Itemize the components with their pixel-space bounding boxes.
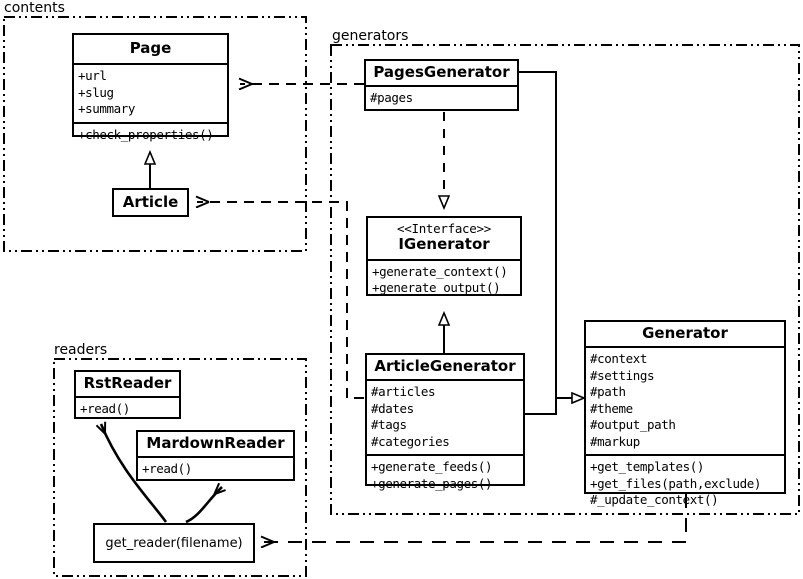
class-rstreader-header: RstReader bbox=[76, 372, 179, 399]
class-article[interactable]: Article bbox=[112, 188, 189, 217]
attribute: #context bbox=[590, 351, 648, 367]
class-igenerator-title: <<Interface>> IGenerator bbox=[368, 218, 520, 259]
operation: +get_templates() bbox=[590, 459, 705, 475]
class-page-operations: +check_properties() bbox=[74, 124, 227, 148]
attribute: #output_path bbox=[590, 417, 676, 433]
attribute: #path bbox=[590, 384, 626, 400]
class-articlegenerator-header: ArticleGenerator bbox=[367, 355, 523, 382]
class-igenerator-stereotype: <<Interface>> bbox=[397, 221, 491, 236]
class-generator[interactable]: Generator #context #settings #path #them… bbox=[584, 320, 786, 507]
class-page-name: Page bbox=[129, 39, 172, 57]
class-generator-name: Generator bbox=[642, 324, 728, 342]
attribute: #articles bbox=[371, 384, 436, 400]
attribute: #categories bbox=[371, 433, 450, 449]
package-label-readers: readers bbox=[52, 342, 110, 358]
operation: +read() bbox=[142, 461, 192, 477]
attribute: #markup bbox=[590, 433, 640, 449]
class-article-header: Article bbox=[114, 190, 187, 215]
attribute: #pages bbox=[370, 90, 413, 106]
operation: +generate_context() bbox=[372, 263, 508, 279]
class-articlegenerator-operations: +generate_feeds() +generate_pages() bbox=[367, 456, 523, 496]
class-rstreader-name: RstReader bbox=[83, 374, 172, 392]
class-igenerator-name: IGenerator bbox=[398, 235, 490, 254]
class-pagesgenerator-header: PagesGenerator bbox=[366, 61, 517, 88]
class-articlegenerator-name: ArticleGenerator bbox=[374, 357, 516, 375]
class-igenerator-operations: +generate_context() +generate_output() bbox=[368, 261, 520, 301]
class-mardownreader-header: MardownReader bbox=[138, 432, 293, 459]
attribute: +slug bbox=[78, 84, 114, 100]
edge-articlegenerator-to-article bbox=[197, 202, 364, 399]
class-articlegenerator-attributes: #articles #dates #tags #categories bbox=[367, 381, 523, 457]
class-generator-header: Generator bbox=[586, 322, 784, 349]
function-get-reader-label: get_reader(filename) bbox=[105, 535, 243, 551]
class-pagesgenerator-name: PagesGenerator bbox=[373, 63, 510, 81]
class-page-attributes: +url +slug +summary bbox=[74, 65, 227, 124]
class-pagesgenerator[interactable]: PagesGenerator #pages bbox=[364, 59, 519, 111]
class-rstreader[interactable]: RstReader +read() bbox=[74, 370, 181, 419]
class-page-header: Page bbox=[74, 35, 227, 66]
attribute: #tags bbox=[371, 417, 407, 433]
class-mardownreader-operations: +read() bbox=[138, 458, 293, 482]
operation: +generate_pages() bbox=[371, 475, 493, 491]
class-page[interactable]: Page +url +slug +summary +check_properti… bbox=[72, 33, 229, 142]
class-mardownreader[interactable]: MardownReader +read() bbox=[136, 430, 295, 481]
attribute: #settings bbox=[590, 367, 655, 383]
operation: +read() bbox=[80, 401, 130, 417]
function-get-reader[interactable]: get_reader(filename) bbox=[93, 523, 255, 563]
class-generator-attributes: #context #settings #path #theme #output_… bbox=[586, 348, 784, 457]
operation: +get_files(path,exclude) bbox=[590, 475, 762, 491]
class-articlegenerator[interactable]: ArticleGenerator #articles #dates #tags … bbox=[365, 353, 525, 491]
edge-articlegenerator-to-generator bbox=[525, 398, 584, 415]
edge-pagesgenerator-to-generator bbox=[519, 71, 557, 398]
attribute: #theme bbox=[590, 400, 633, 416]
edge-get-reader-to-mardownreader bbox=[185, 487, 222, 524]
operation: +generate_output() bbox=[372, 280, 501, 296]
operation: +check_properties() bbox=[78, 126, 214, 142]
package-label-contents: contents bbox=[2, 0, 67, 16]
operation: +generate_feeds() bbox=[371, 459, 493, 475]
class-mardownreader-name: MardownReader bbox=[146, 434, 285, 452]
class-rstreader-operations: +read() bbox=[76, 398, 179, 422]
class-generator-operations: +get_templates() +get_files(path,exclude… bbox=[586, 456, 784, 513]
class-igenerator-header: <<Interface>> IGenerator bbox=[368, 218, 520, 261]
class-pagesgenerator-attributes: #pages bbox=[366, 87, 517, 111]
class-article-name: Article bbox=[122, 193, 179, 211]
operation: #_update_context() bbox=[590, 492, 719, 508]
package-label-generators: generators bbox=[330, 28, 411, 44]
attribute: +url bbox=[78, 68, 107, 84]
attribute: +summary bbox=[78, 101, 136, 117]
attribute: #dates bbox=[371, 400, 414, 416]
class-igenerator[interactable]: <<Interface>> IGenerator +generate_conte… bbox=[366, 216, 522, 296]
